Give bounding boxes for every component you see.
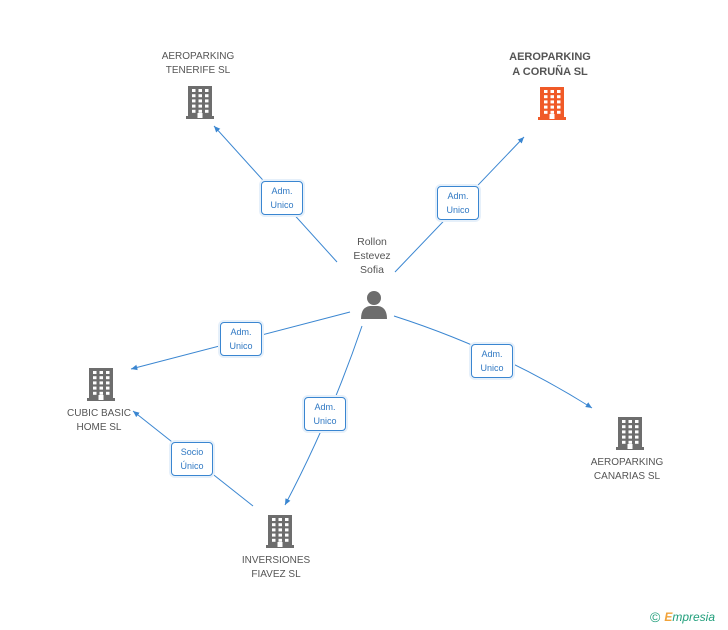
building-icon[interactable] bbox=[266, 515, 294, 548]
person-name-label[interactable]: Rollon Estevez Sofia bbox=[353, 236, 391, 276]
edge-badge-canarias[interactable]: Adm. Unico bbox=[471, 344, 513, 378]
company-label-coruna[interactable]: AEROPARKING A CORUÑA SL bbox=[509, 51, 591, 78]
person-icon[interactable] bbox=[361, 291, 387, 319]
building-icon[interactable] bbox=[538, 87, 566, 120]
building-icon[interactable] bbox=[616, 417, 644, 450]
copyright-brand: ©Empresia bbox=[650, 609, 715, 625]
edge-badge-tenerife[interactable]: Adm. Unico bbox=[261, 181, 303, 215]
edge-badge-cubic[interactable]: Adm. Unico bbox=[220, 322, 262, 356]
edge-badge-coruna[interactable]: Adm. Unico bbox=[437, 186, 479, 220]
company-label-canarias[interactable]: AEROPARKING CANARIAS SL bbox=[590, 457, 664, 482]
edge-badge-socio[interactable]: Socio Único bbox=[171, 442, 213, 476]
building-icon[interactable] bbox=[87, 368, 115, 401]
brand-logo-text: mpresia bbox=[672, 610, 716, 624]
company-label-tenerife[interactable]: AEROPARKING TENERIFE SL bbox=[161, 51, 235, 76]
company-label-inversiones[interactable]: INVERSIONES FIAVEZ SL bbox=[241, 555, 311, 580]
building-icon[interactable] bbox=[186, 86, 214, 119]
brand-logo-initial: E bbox=[664, 610, 673, 624]
edge-badge-inversiones[interactable]: Adm. Unico bbox=[304, 397, 346, 431]
company-label-cubic[interactable]: CUBIC BASIC HOME SL bbox=[67, 408, 131, 433]
copyright-icon: © bbox=[650, 609, 661, 625]
